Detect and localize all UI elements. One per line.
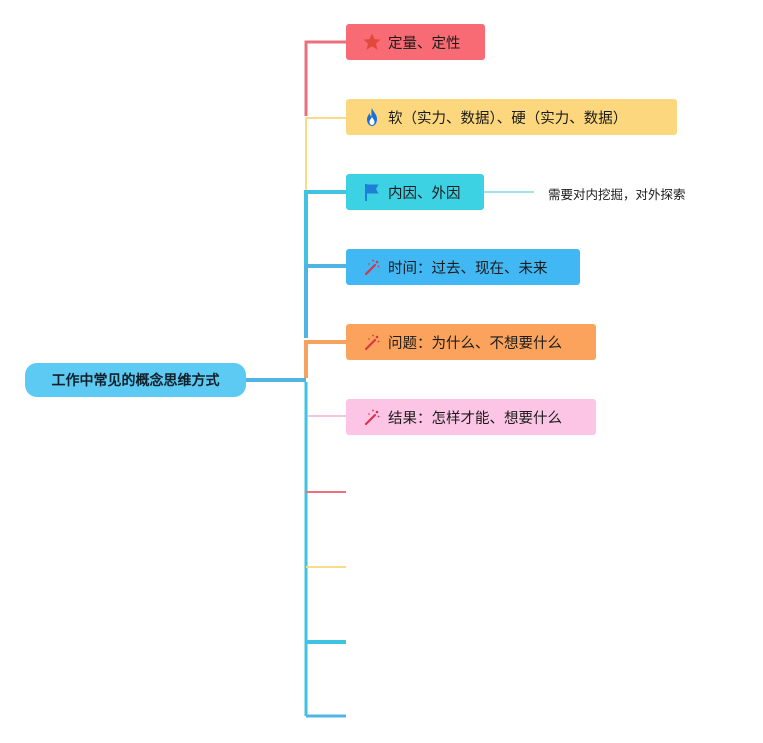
topic-problem[interactable]: 问题：为什么、不想要什么	[346, 324, 596, 360]
note-internal-external[interactable]: 需要对内挖掘，对外探索	[548, 184, 686, 203]
topic-label: 问题：为什么、不想要什么	[388, 335, 562, 352]
topic-quantitative-qualitative[interactable]: 定量、定性	[346, 24, 485, 60]
root-topic[interactable]: 工作中常见的概念思维方式	[25, 363, 246, 397]
flag-icon	[362, 182, 382, 202]
topic-label: 结果：怎样才能、想要什么	[388, 410, 562, 427]
branch-connector-3	[304, 190, 346, 264]
branch-connector-5	[304, 340, 346, 378]
topic-soft-hard[interactable]: 软（实力、数据）、硬（实力、数据）	[346, 99, 677, 135]
branch-connector-2	[305, 117, 346, 190]
root-topic-label: 工作中常见的概念思维方式	[51, 373, 220, 389]
topic-label: 内因、外因	[388, 185, 461, 202]
topic-time[interactable]: 时间：过去、现在、未来	[346, 249, 580, 285]
flame-icon	[362, 107, 382, 127]
topic-internal-external[interactable]: 内因、外因	[346, 174, 484, 210]
topic-label: 时间：过去、现在、未来	[388, 260, 548, 277]
note-label: 需要对内挖掘，对外探索	[548, 187, 686, 202]
branch-connector-4	[304, 264, 346, 338]
topic-label: 定量、定性	[388, 35, 461, 52]
star-icon	[362, 32, 382, 52]
magic-wand-icon	[362, 332, 382, 352]
magic-wand-icon	[362, 257, 382, 277]
branch-connector-1	[304, 40, 346, 116]
magic-wand-icon	[362, 407, 382, 427]
topic-result[interactable]: 结果：怎样才能、想要什么	[346, 399, 596, 435]
topic-label: 软（实力、数据）、硬（实力、数据）	[388, 110, 628, 127]
